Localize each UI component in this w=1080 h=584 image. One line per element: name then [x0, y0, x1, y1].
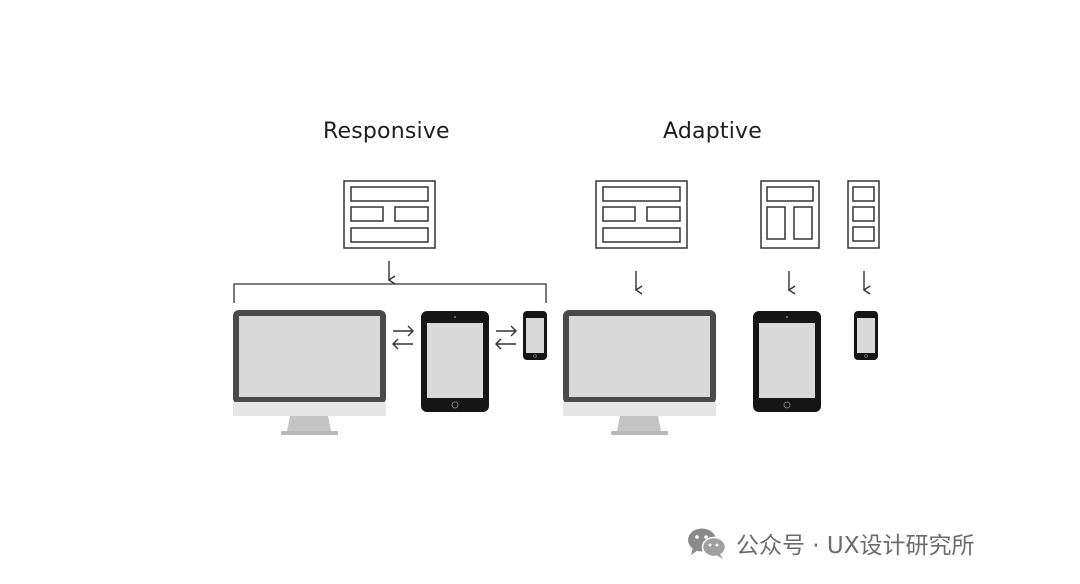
responsive-swap-icon-2 — [495, 325, 517, 350]
watermark: 公众号 · UX设计研究所 — [686, 526, 975, 560]
responsive-desktop-monitor — [233, 310, 386, 435]
adaptive-wireframe-desktop — [595, 180, 688, 249]
watermark-text: 公众号 · UX设计研究所 — [736, 533, 975, 559]
responsive-wireframe — [343, 180, 436, 249]
adaptive-phone — [854, 311, 878, 360]
responsive-bracket — [233, 283, 547, 303]
adaptive-tablet — [753, 311, 821, 412]
adaptive-desktop-monitor — [563, 310, 716, 435]
responsive-title: Responsive — [323, 119, 450, 144]
adaptive-wireframe-tablet — [760, 180, 820, 249]
adaptive-wireframe-phone — [847, 180, 880, 249]
responsive-swap-icon-1 — [392, 325, 414, 350]
responsive-tablet — [421, 311, 489, 412]
wechat-icon — [688, 528, 727, 559]
adaptive-title: Adaptive — [663, 119, 762, 144]
responsive-phone — [523, 311, 547, 360]
